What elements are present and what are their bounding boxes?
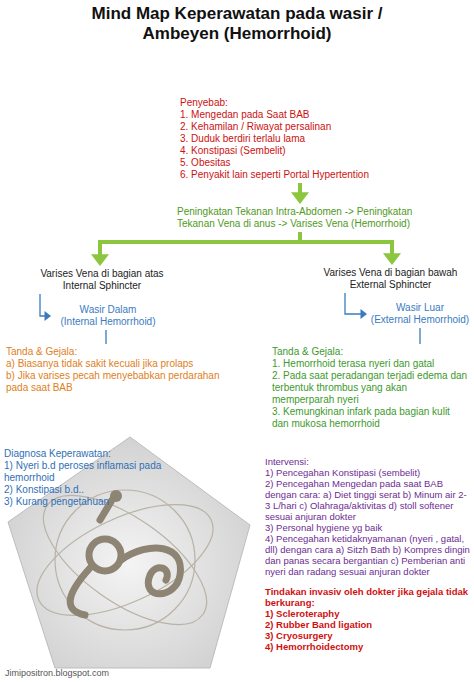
arrow-head bbox=[361, 309, 368, 319]
type-label: Wasir Dalam(Internal Hemorrhoid) bbox=[52, 303, 164, 329]
node-text: Peningkatan Tekanan Intra-Abdomen -> Pen… bbox=[177, 206, 431, 230]
branch-text: Varises Vena di bagian atas Internal Sph… bbox=[26, 267, 178, 293]
node-text: 2) Pencegahan Mengedan pada saat BAB den… bbox=[265, 478, 470, 522]
node-text: 3) Kurang pengetahuan bbox=[4, 496, 210, 508]
node-text: 4) Pencegahan ketidaknyamanan (nyeri , g… bbox=[265, 533, 470, 577]
node-heading: Tindakan invasiv oleh dokter jika gejala… bbox=[265, 586, 470, 608]
node-text: Wasir Dalam bbox=[54, 304, 162, 316]
connector bbox=[298, 183, 302, 193]
node-text: 3. Duduk berdiri terlalu lama bbox=[180, 133, 426, 145]
emblem bbox=[70, 500, 180, 615]
connector bbox=[345, 293, 362, 314]
title: Mind Map Keperawatan pada wasir / Ambeye… bbox=[62, 4, 412, 44]
node-text: 3. Kemungkinan infark pada bagian kulit … bbox=[272, 406, 468, 430]
node-heading: Tanda & Gejala: bbox=[272, 346, 468, 358]
node-heading: Tanda & Gejala: bbox=[6, 346, 230, 358]
arrow-head bbox=[383, 253, 401, 265]
node-text: (External Hemorrhoid) bbox=[370, 314, 470, 326]
node-text: 1) Nyeri b.d peroses inflamasi pada hemo… bbox=[4, 460, 210, 484]
connector bbox=[105, 330, 106, 344]
node-text: (Internal Hemorrhoid) bbox=[54, 316, 162, 328]
node-text: 1. Hemorrhoid terasa nyeri dan gatal bbox=[272, 358, 468, 370]
connector bbox=[419, 328, 420, 344]
node-text: 2. Kehamilan / Riwayat persalinan bbox=[180, 121, 426, 133]
node-text: 2) Rubber Band ligation bbox=[265, 619, 470, 630]
node-text: 4. Konstipasi (Sembelit) bbox=[180, 145, 426, 157]
node-text: 3) Personal hygiene yg baik bbox=[265, 522, 470, 533]
branch-text: Varises Vena di bagian bawah External Sp… bbox=[313, 266, 468, 292]
node-text: Varises Vena di bagian bawah External Sp… bbox=[315, 267, 466, 291]
node-text: 1. Mengedan pada Saat BAB bbox=[180, 109, 426, 121]
node-text: 6. Penyakit lain seperti Portal Hyperten… bbox=[180, 169, 426, 181]
mechanism-text: Peningkatan Tekanan Intra-Abdomen -> Pen… bbox=[175, 205, 433, 231]
symptom-list: Tanda & Gejala:1. Hemorrhoid terasa nyer… bbox=[270, 345, 470, 431]
type-label: Wasir Luar(External Hemorrhoid) bbox=[368, 301, 472, 327]
diagnosis-list: Diagnosa Keperawatan:1) Nyeri b.d perose… bbox=[2, 447, 212, 509]
node-text: 3) Cryosurgery bbox=[265, 630, 470, 641]
connector bbox=[300, 232, 392, 254]
intervention-list: Intervensi:1) Pencegahan Konstipasi (sem… bbox=[263, 455, 472, 578]
pentagon bbox=[8, 437, 250, 668]
node-text: 1) Pencegahan Konstipasi (sembelit) bbox=[265, 467, 470, 478]
arrow-head bbox=[291, 192, 309, 204]
node-text: 5. Obesitas bbox=[180, 157, 426, 169]
node-text: 2) Konstipasi b.d.. bbox=[4, 484, 210, 496]
node-text: b) Jika varises pecah menyebabkan perdar… bbox=[6, 370, 230, 394]
node-heading: Penyebab: bbox=[180, 97, 426, 109]
connector bbox=[100, 232, 300, 255]
emblem-dot bbox=[110, 490, 122, 502]
symptom-list: Tanda & Gejala:a) Biasanya tidak sakit k… bbox=[4, 345, 232, 395]
node-heading: Intervensi: bbox=[265, 456, 470, 467]
node-text: 4) Hemorrhoidectomy bbox=[265, 641, 470, 652]
node-heading: Diagnosa Keperawatan: bbox=[4, 448, 210, 460]
invasive-list: Tindakan invasiv oleh dokter jika gejala… bbox=[263, 585, 472, 653]
node-text: Wasir Luar bbox=[370, 302, 470, 314]
node-text: 1) Scleroteraphy bbox=[265, 608, 470, 619]
arrow-head bbox=[45, 311, 52, 321]
node-text: a) Biasanya tidak sakit kecuali jika pro… bbox=[6, 358, 230, 370]
arrow-head bbox=[91, 254, 109, 266]
node-text: 2. Pada saat peradangan terjadi edema da… bbox=[272, 370, 468, 406]
cause-list: Penyebab:1. Mengedan pada Saat BAB2. Keh… bbox=[178, 96, 428, 182]
node-text: Varises Vena di bagian atas Internal Sph… bbox=[28, 268, 176, 292]
watermark: Jimipositron.blogspot.com bbox=[5, 668, 109, 679]
